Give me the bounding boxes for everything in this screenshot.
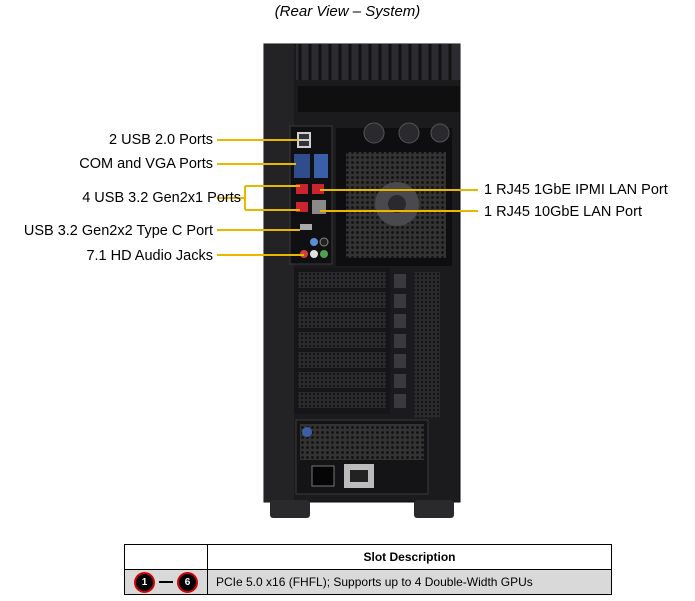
label-ipmi-lan-port: 1 RJ45 1GbE IPMI LAN Port [484,182,668,198]
right-foot [414,500,454,518]
label-usb32-gen2x1-ports: 4 USB 3.2 Gen2x1 Ports [82,190,241,206]
slot-badge-start: 1 [134,571,155,593]
table-header-blank [124,544,208,570]
left-foot [270,500,310,518]
rear-fan [336,122,452,266]
label-10gbe-lan-port: 1 RJ45 10GbE LAN Port [484,204,642,220]
label-com-vga-ports: COM and VGA Ports [79,156,213,172]
slot-description-table: Slot Description 1 6 PCIe 5.0 x16 (FHFL)… [124,544,612,595]
range-dash [159,581,173,583]
table-header-slot-description: Slot Description [207,544,612,570]
table-row: 1 6 PCIe 5.0 x16 (FHFL); Supports up to … [124,569,612,595]
label-usb32-gen2x2-typec: USB 3.2 Gen2x2 Type C Port [23,223,213,239]
label-usb2-ports: 2 USB 2.0 Ports [109,132,213,148]
slot-description-cell: PCIe 5.0 x16 (FHFL); Supports up to 4 Do… [207,569,612,595]
slot-range-cell: 1 6 [124,569,208,595]
slot-badge-end: 6 [177,571,198,593]
figure-caption: (Rear View – System) [274,3,421,20]
power-supply [295,419,429,495]
io-panel [289,125,333,265]
callout-usb3-bracket [217,185,300,211]
callout-lines [217,139,478,256]
label-audio-jacks: 7.1 HD Audio Jacks [86,248,213,264]
expansion-slots [294,268,440,418]
